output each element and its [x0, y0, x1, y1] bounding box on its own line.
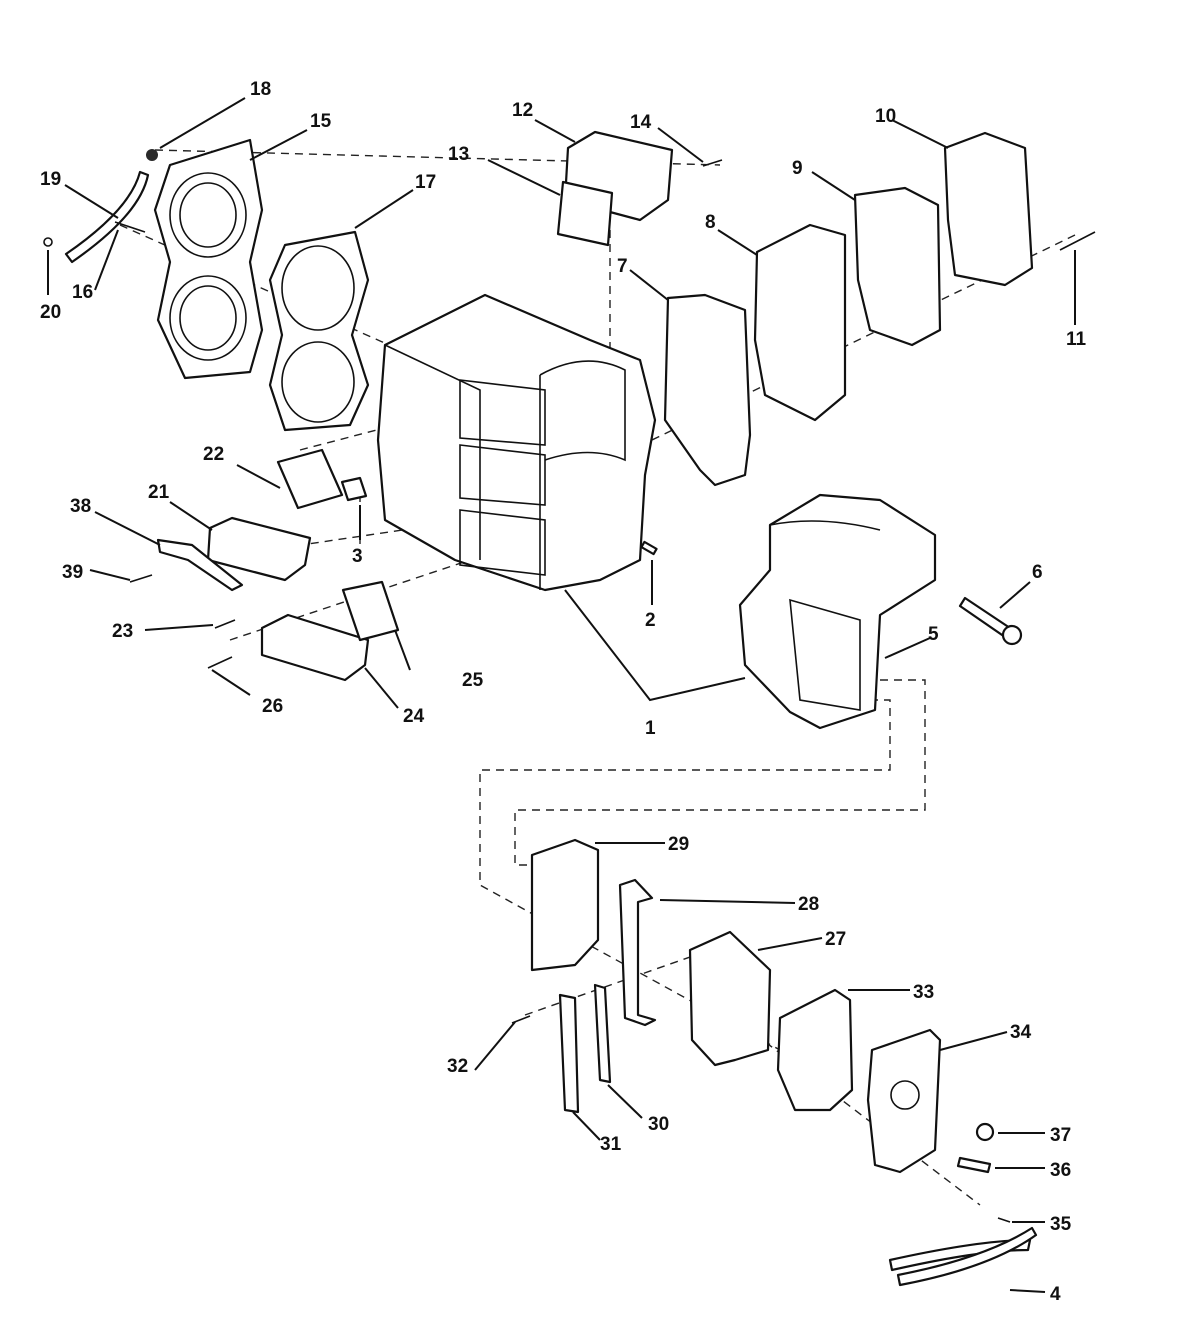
callout-33: 33 — [913, 982, 934, 1003]
leader-lines — [47, 97, 1076, 1293]
callout-19: 19 — [40, 169, 61, 190]
callout-29: 29 — [668, 834, 689, 855]
callout-25: 25 — [462, 670, 484, 691]
part-38-bracket — [156, 538, 244, 592]
part-16-screw — [114, 221, 146, 233]
callout-11: 11 — [1066, 329, 1087, 350]
callout-32: 32 — [447, 1056, 468, 1077]
part-36-bolt — [956, 1156, 992, 1174]
part-5-crankcase — [738, 493, 937, 730]
part-30-reed — [593, 983, 612, 1084]
part-6-bolt-head — [1001, 624, 1023, 646]
callout-39: 39 — [62, 562, 83, 583]
callout-24: 24 — [403, 706, 425, 727]
callout-28: 28 — [798, 894, 819, 915]
part-20-screw — [43, 237, 53, 247]
part-26-screw — [207, 656, 233, 669]
part-19-hose — [64, 170, 150, 264]
callout-20: 20 — [40, 302, 61, 323]
part-13-gasket — [556, 180, 614, 247]
part-31-reed — [558, 993, 580, 1114]
part-39-screw — [129, 574, 153, 583]
callout-5: 5 — [928, 624, 939, 645]
part-10-cover — [943, 131, 1034, 287]
callout-7: 7 — [617, 256, 628, 277]
callout-34: 34 — [1010, 1022, 1032, 1043]
part-8-cover — [753, 223, 847, 422]
callout-37: 37 — [1050, 1125, 1071, 1146]
callout-35: 35 — [1050, 1214, 1072, 1235]
part-25-gasket — [341, 580, 400, 642]
callout-21: 21 — [148, 482, 170, 503]
callout-30: 30 — [648, 1114, 669, 1135]
part-35-screw — [997, 1217, 1011, 1223]
callout-8: 8 — [705, 212, 716, 233]
part-27-reed-block — [688, 930, 772, 1067]
part-9-gasket — [853, 186, 942, 347]
part-22-gasket — [276, 448, 344, 510]
part-14-screw — [702, 159, 723, 167]
part-18-fitting — [146, 149, 158, 161]
part-32-screw — [511, 1015, 531, 1024]
callout-18: 18 — [250, 79, 271, 100]
part-24-reed-block — [260, 613, 370, 682]
callout-1: 1 — [645, 718, 656, 739]
callout-26: 26 — [262, 696, 283, 717]
callout-23: 23 — [112, 621, 133, 642]
callout-9: 9 — [792, 158, 803, 179]
callout-3: 3 — [352, 546, 363, 567]
callout-10: 10 — [875, 106, 896, 127]
part-37-plug — [975, 1122, 995, 1142]
part-4-hose-2 — [896, 1226, 1038, 1287]
part-17-gasket — [268, 230, 370, 432]
part-7-gasket — [663, 293, 752, 487]
callout-16: 16 — [72, 282, 93, 303]
callout-2: 2 — [645, 610, 656, 631]
part-28-bar — [618, 878, 657, 1027]
callout-12: 12 — [512, 100, 533, 121]
callout-labels: 1 2 3 4 5 6 7 8 9 10 11 12 13 14 15 16 1… — [40, 79, 1087, 1305]
part-34-cover-plate — [866, 1028, 942, 1174]
callout-27: 27 — [825, 929, 846, 950]
callout-17: 17 — [415, 172, 436, 193]
part-15-head-cover — [153, 138, 264, 380]
callout-6: 6 — [1032, 562, 1043, 583]
part-11-screw — [1059, 231, 1096, 251]
part-6-bolt — [958, 596, 1012, 639]
callout-31: 31 — [600, 1134, 622, 1155]
callout-38: 38 — [70, 496, 91, 517]
callout-15: 15 — [310, 111, 332, 132]
part-3-fitting — [340, 476, 368, 502]
callout-36: 36 — [1050, 1160, 1071, 1181]
callout-13: 13 — [448, 144, 469, 165]
part-33-gasket — [776, 988, 854, 1112]
part-1-cylinder-block — [376, 293, 657, 592]
callout-22: 22 — [203, 444, 224, 465]
part-23-screw — [214, 619, 236, 629]
part-2-dowel-pin — [640, 540, 658, 556]
callout-4: 4 — [1050, 1284, 1061, 1305]
callout-14: 14 — [630, 112, 652, 133]
part-29-gasket — [530, 838, 600, 972]
part-34-cover-hole — [890, 1080, 920, 1110]
